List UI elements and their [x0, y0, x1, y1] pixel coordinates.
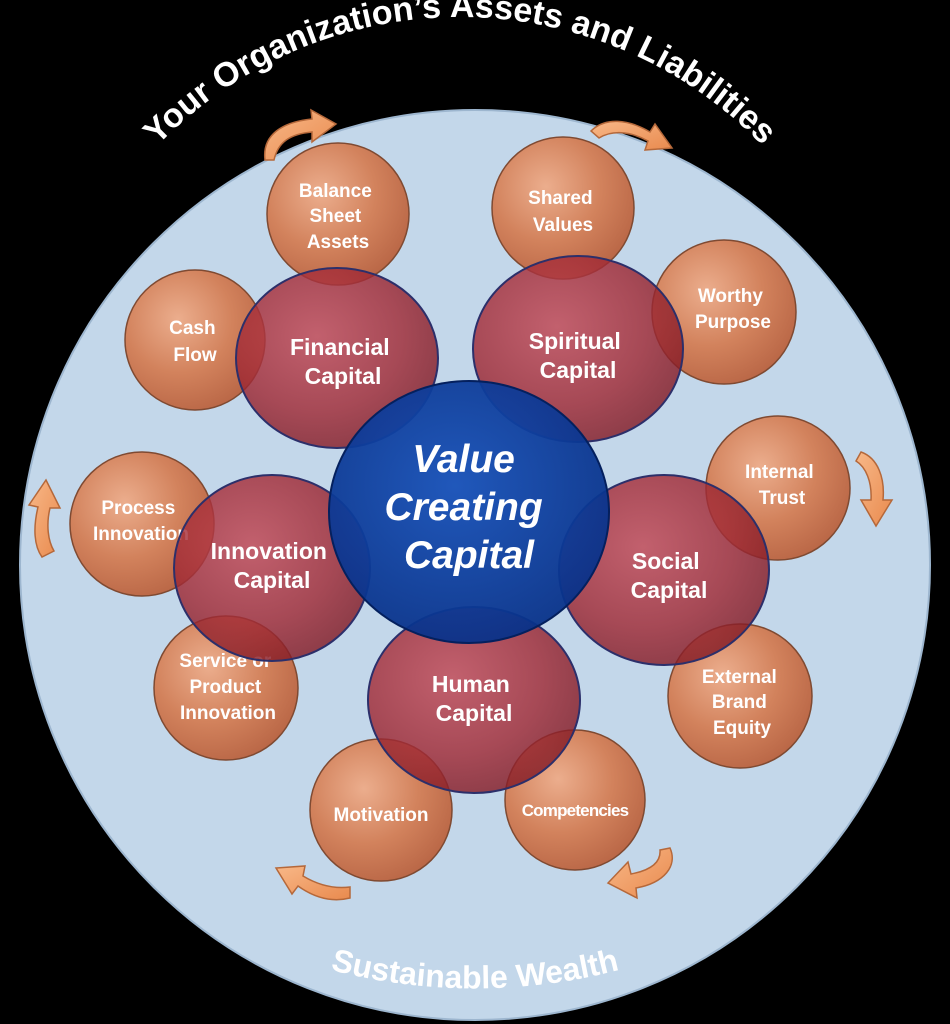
arrow-layer: [27, 108, 894, 901]
bubble-label-line: Competencies: [522, 801, 629, 820]
curved-arrow-icon: [274, 865, 351, 901]
curved-arrow-icon: [264, 108, 338, 161]
capital-financial: Financial Capital: [235, 267, 439, 449]
svg-text:Process Innovation: Process Innovation: [93, 498, 189, 545]
bubble-label-line: Innovation: [180, 703, 276, 724]
bubble-label-line: External: [702, 667, 777, 688]
svg-text:Motivation: Motivation: [334, 805, 429, 826]
capital-label-line: Spiritual: [529, 328, 621, 354]
svg-text:Internal Trust: Internal Trust: [745, 462, 819, 509]
bubble-balance-sheet-assets: Balance Sheet Assets: [266, 142, 410, 286]
curved-arrow-icon: [606, 847, 673, 900]
capital-label-line: Human: [432, 671, 510, 697]
svg-text:Human Capital: Human Capital: [432, 671, 516, 726]
bubble-label-line: Cash: [169, 318, 215, 339]
bubble-label-line: Shared: [528, 188, 592, 209]
capital-label-line: Innovation: [211, 538, 327, 564]
svg-text:Value Creating Cap: Value Creating Capital: [384, 438, 553, 577]
svg-text:Social Capital: Social Capital: [631, 548, 708, 603]
bubble-label-line: Trust: [759, 488, 806, 509]
center-value-creating-capital: Value Creating Capital: [328, 380, 610, 644]
bubble-label-line: Purpose: [695, 312, 771, 333]
bubble-label-line: Worthy: [698, 286, 764, 307]
svg-text:External Brand: External Brand Equity: [702, 667, 782, 739]
capital-layer: Financial Capital Spiritual Capital Soci…: [173, 255, 770, 794]
svg-text:Worthy Purpose: Worthy Purpose: [695, 286, 771, 333]
capital-human: Human Capital: [367, 606, 581, 794]
svg-text:Service or Product: Service or Product Innovation: [179, 651, 276, 724]
svg-text:Competencies: Competencies: [522, 801, 629, 820]
bubble-label-line: Assets: [307, 232, 369, 253]
bubble-label-line: Flow: [173, 345, 216, 366]
svg-text:Shared Values: Shared Values: [528, 188, 598, 236]
bubble-label-line: Process: [101, 498, 175, 519]
capital-label-line: Social: [632, 548, 700, 574]
center-label-line: Capital: [404, 534, 535, 577]
svg-text:Balance Sheet: Balance Sheet Assets: [299, 181, 377, 253]
curved-arrow-icon: [854, 451, 894, 528]
bubble-label-line: Brand: [712, 692, 767, 713]
bubble-label-line: Product: [189, 677, 261, 698]
capital-social: Social Capital: [558, 474, 770, 666]
capital-innovation: Innovation Capital: [173, 474, 371, 662]
capital-label-line: Capital: [540, 357, 617, 383]
bubble-label-line: Values: [533, 215, 593, 236]
bubble-label-line: Motivation: [334, 805, 429, 826]
center-label-line: Value: [412, 438, 515, 481]
svg-text:Spiritual Capital: Spiritual Capital: [529, 328, 627, 383]
capital-label-line: Financial: [290, 334, 390, 360]
capital-label-line: Capital: [234, 567, 311, 593]
bubble-label-line: Sheet: [309, 206, 361, 227]
capital-label-line: Capital: [631, 577, 708, 603]
center-label-line: Creating: [384, 486, 542, 529]
bubble-cash-flow: Cash Flow: [124, 269, 266, 411]
bubble-label-line: Innovation: [93, 524, 189, 545]
bubble-label-line: Balance: [299, 181, 372, 202]
capital-label-line: Capital: [436, 700, 513, 726]
svg-text:Cash Flow: Cash Flow: [169, 318, 221, 366]
svg-text:Innovation Capital: Innovation Capital: [211, 538, 334, 593]
bubble-label-line: Equity: [713, 718, 771, 739]
svg-text:Financial Capital: Financial Capital: [290, 334, 396, 389]
bubble-shared-values: Shared Values: [491, 136, 635, 280]
curved-arrow-icon: [27, 478, 62, 558]
bubble-worthy-purpose: Worthy Purpose: [651, 239, 797, 385]
bubble-label-line: Internal: [745, 462, 814, 483]
curved-arrow-icon: [589, 120, 674, 151]
capital-label-line: Capital: [305, 363, 382, 389]
